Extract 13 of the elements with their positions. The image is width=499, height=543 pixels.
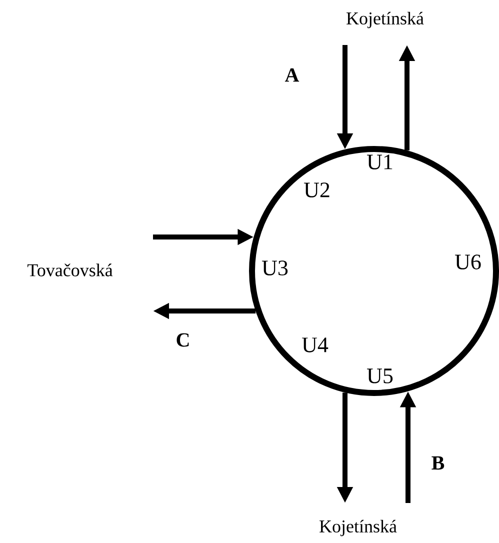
road-name: Tovačovská [27, 264, 113, 276]
junction-label: U4 [302, 338, 328, 352]
edge-label: B [430, 455, 446, 471]
edge-label: A [284, 67, 300, 83]
junction-label: U3 [262, 260, 288, 276]
junction-label: U1 [367, 154, 392, 170]
junction-label: U6 [455, 254, 481, 270]
junction-label: U5 [367, 368, 393, 384]
junction-label: U2 [304, 182, 330, 198]
edge-label: C [174, 332, 192, 348]
road-name: Kojetínská [320, 520, 397, 536]
roundabout-circle [249, 146, 499, 396]
road-name: Kojetínská [346, 12, 424, 28]
